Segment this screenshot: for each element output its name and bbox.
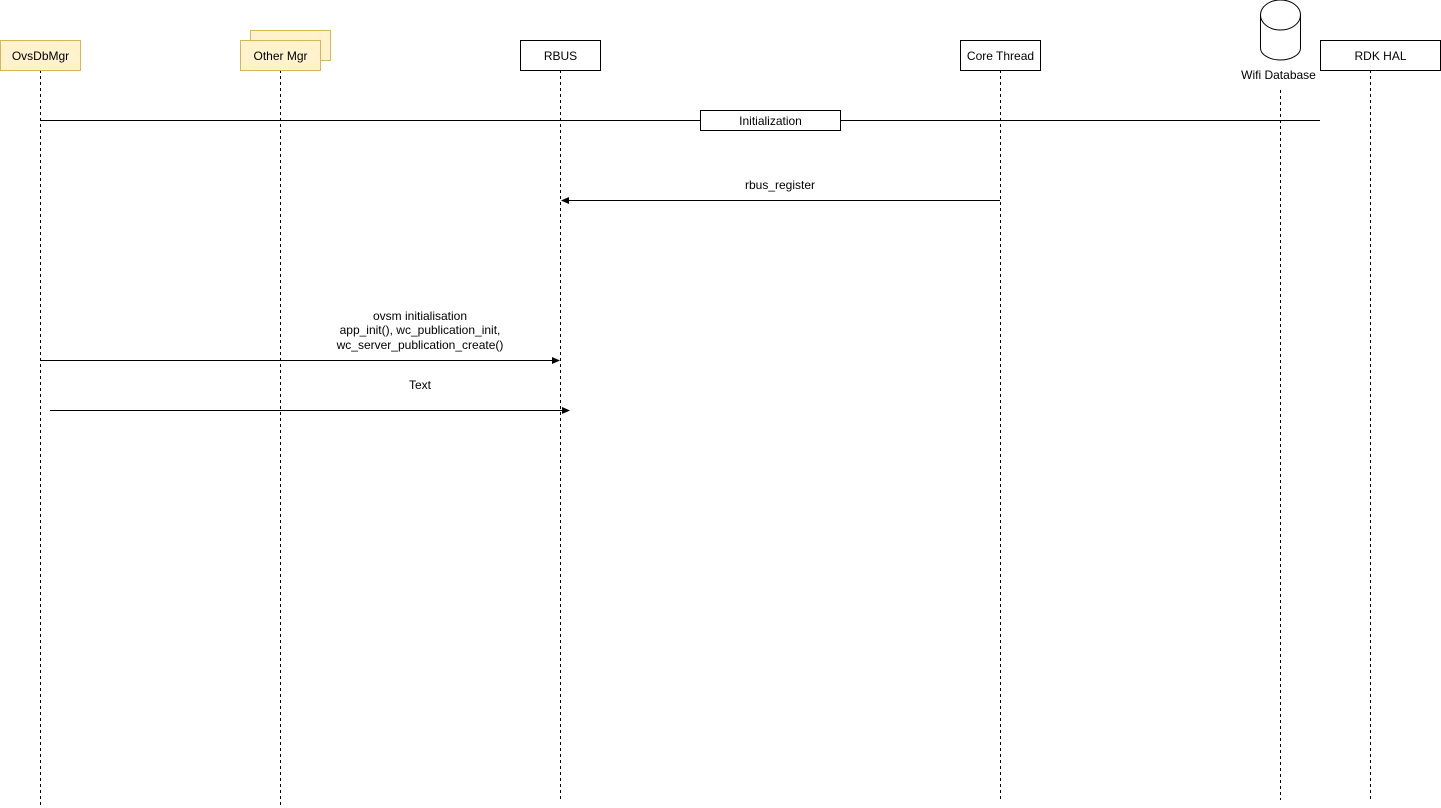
participant-ovsdbmgr[interactable]: OvsDbMgr	[0, 40, 81, 71]
initialization-frame-label[interactable]: Initialization	[700, 110, 841, 131]
participant-core-thread-label: Core Thread	[966, 48, 1035, 63]
participant-rbus[interactable]: RBUS	[520, 40, 601, 71]
participant-wifi-database-label: Wifi Database	[1241, 68, 1316, 82]
message-rbus-register-label: rbus_register	[744, 178, 816, 192]
participant-core-thread[interactable]: Core Thread	[960, 40, 1041, 71]
database-icon	[1260, 0, 1301, 61]
participant-rdk-hal-label: RDK HAL	[1354, 48, 1407, 63]
message-ovsm-init-line3: wc_server_publication_create()	[336, 338, 504, 352]
participant-other-mgr[interactable]: Other Mgr	[240, 40, 321, 71]
message-text-label: Text	[408, 378, 431, 392]
participant-rbus-label: RBUS	[543, 48, 578, 63]
participant-other-mgr-label: Other Mgr	[253, 48, 308, 63]
participant-rdk-hal[interactable]: RDK HAL	[1320, 40, 1441, 71]
message-ovsm-init-line2: app_init(), wc_publication_init,	[339, 323, 501, 337]
initialization-label-text: Initialization	[739, 113, 802, 128]
message-ovsm-init-line1: ovsm initialisation	[372, 309, 468, 323]
participant-ovsdbmgr-label: OvsDbMgr	[11, 48, 70, 63]
